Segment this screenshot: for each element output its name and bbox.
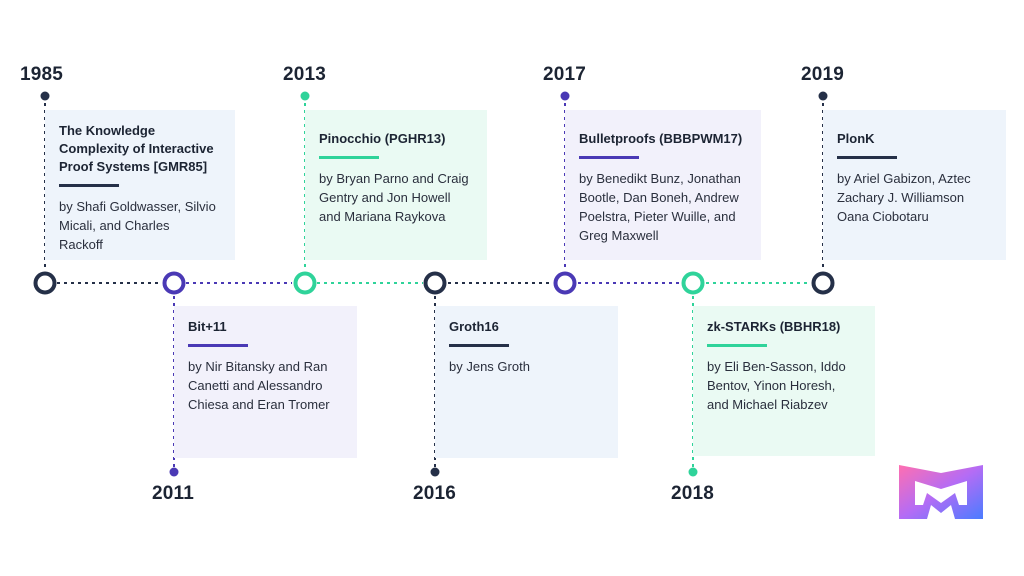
authors-line: Poelstra, Pieter Wuille, and bbox=[579, 209, 736, 224]
authors-line: Micali, and Charles bbox=[59, 218, 170, 233]
authors-line: by Jens Groth bbox=[449, 359, 530, 374]
milestone-authors: by Eli Ben-Sasson, Iddo Bentov, Yinon Ho… bbox=[707, 357, 861, 414]
year-label-2019: 2019 bbox=[801, 64, 845, 85]
authors-line: Bentov, Yinon Horesh, bbox=[707, 378, 836, 393]
milestone-authors: by Nir Bitansky and Ran Canetti and Ales… bbox=[188, 357, 343, 414]
title-line: The Knowledge bbox=[59, 123, 156, 138]
milestone-card-1985: The Knowledge Complexity of Interactive … bbox=[45, 110, 235, 260]
milestone-title: Bulletproofs (BBBPWM17) bbox=[579, 131, 743, 146]
milestone-authors: by Bryan Parno and Craig Gentry and Jon … bbox=[319, 169, 473, 226]
authors-line: Canetti and Alessandro bbox=[188, 378, 323, 393]
milestone-title: The Knowledge Complexity of Interactive … bbox=[59, 122, 221, 176]
node-2016 bbox=[423, 271, 447, 295]
title-underline bbox=[188, 344, 248, 347]
milestone-card-2016: Groth16 by Jens Groth bbox=[435, 306, 618, 458]
node-1985 bbox=[33, 271, 57, 295]
title-underline bbox=[59, 184, 119, 187]
brand-logo-icon bbox=[899, 465, 983, 519]
authors-line: Gentry and Jon Howell bbox=[319, 190, 451, 205]
milestone-title: PlonK bbox=[837, 131, 875, 146]
endpoint-dot-2019 bbox=[818, 91, 828, 101]
year-label-2011: 2011 bbox=[152, 483, 195, 504]
title-line: Complexity of Interactive bbox=[59, 141, 214, 156]
authors-line: Zachary J. Williamson bbox=[837, 190, 965, 205]
endpoint-dot-2018 bbox=[688, 467, 698, 477]
year-label-2016: 2016 bbox=[413, 483, 457, 504]
node-2017 bbox=[553, 271, 577, 295]
year-label-1985: 1985 bbox=[20, 64, 64, 85]
year-label-2017: 2017 bbox=[543, 64, 587, 85]
authors-line: Greg Maxwell bbox=[579, 228, 659, 243]
endpoint-dot-2016 bbox=[430, 467, 440, 477]
node-2011 bbox=[162, 271, 186, 295]
authors-line: and Mariana Raykova bbox=[319, 209, 446, 224]
endpoint-dot-2011 bbox=[169, 467, 179, 477]
milestone-card-2017: Bulletproofs (BBBPWM17) by Benedikt Bunz… bbox=[565, 110, 761, 260]
endpoint-dot-2017 bbox=[560, 91, 570, 101]
authors-line: Bootle, Dan Boneh, Andrew bbox=[579, 190, 739, 205]
authors-line: by Nir Bitansky and Ran bbox=[188, 359, 328, 374]
milestone-authors: by Jens Groth bbox=[449, 357, 604, 376]
node-2019 bbox=[811, 271, 835, 295]
milestone-authors: by Shafi Goldwasser, Silvio Micali, and … bbox=[59, 197, 221, 254]
endpoint-dot-1985 bbox=[40, 91, 50, 101]
title-line: Proof Systems [GMR85] bbox=[59, 159, 208, 174]
authors-line: Rackoff bbox=[59, 237, 103, 252]
title-underline bbox=[579, 156, 639, 159]
authors-line: Oana Ciobotaru bbox=[837, 209, 929, 224]
authors-line: by Shafi Goldwasser, Silvio bbox=[59, 199, 216, 214]
milestone-authors: by Ariel Gabizon, Aztec Zachary J. Willi… bbox=[837, 169, 992, 226]
authors-line: and Michael Riabzev bbox=[707, 397, 828, 412]
milestone-card-2011: Bit+11 by Nir Bitansky and Ran Canetti a… bbox=[174, 306, 357, 458]
milestone-title: zk-STARKs (BBHR18) bbox=[707, 319, 841, 334]
title-underline bbox=[449, 344, 509, 347]
authors-line: by Bryan Parno and Craig bbox=[319, 171, 469, 186]
title-underline bbox=[319, 156, 379, 159]
year-label-2018: 2018 bbox=[671, 483, 715, 504]
endpoint-dot-2013 bbox=[300, 91, 310, 101]
authors-line: by Ariel Gabizon, Aztec bbox=[837, 171, 971, 186]
milestone-title: Pinocchio (PGHR13) bbox=[319, 131, 446, 146]
milestone-card-2013: Pinocchio (PGHR13) by Bryan Parno and Cr… bbox=[305, 110, 487, 260]
milestone-title: Groth16 bbox=[449, 319, 499, 334]
milestone-card-2019: PlonK by Ariel Gabizon, Aztec Zachary J.… bbox=[823, 110, 1006, 260]
year-label-2013: 2013 bbox=[283, 64, 327, 85]
title-underline bbox=[837, 156, 897, 159]
authors-line: by Benedikt Bunz, Jonathan bbox=[579, 171, 741, 186]
authors-line: by Eli Ben-Sasson, Iddo bbox=[707, 359, 846, 374]
title-underline bbox=[707, 344, 767, 347]
milestone-authors: by Benedikt Bunz, Jonathan Bootle, Dan B… bbox=[579, 169, 747, 245]
milestone-title: Bit+11 bbox=[188, 319, 227, 334]
node-2018 bbox=[681, 271, 705, 295]
milestone-card-2018: zk-STARKs (BBHR18) by Eli Ben-Sasson, Id… bbox=[693, 306, 875, 456]
authors-line: Chiesa and Eran Tromer bbox=[188, 397, 330, 412]
node-2013 bbox=[293, 271, 317, 295]
